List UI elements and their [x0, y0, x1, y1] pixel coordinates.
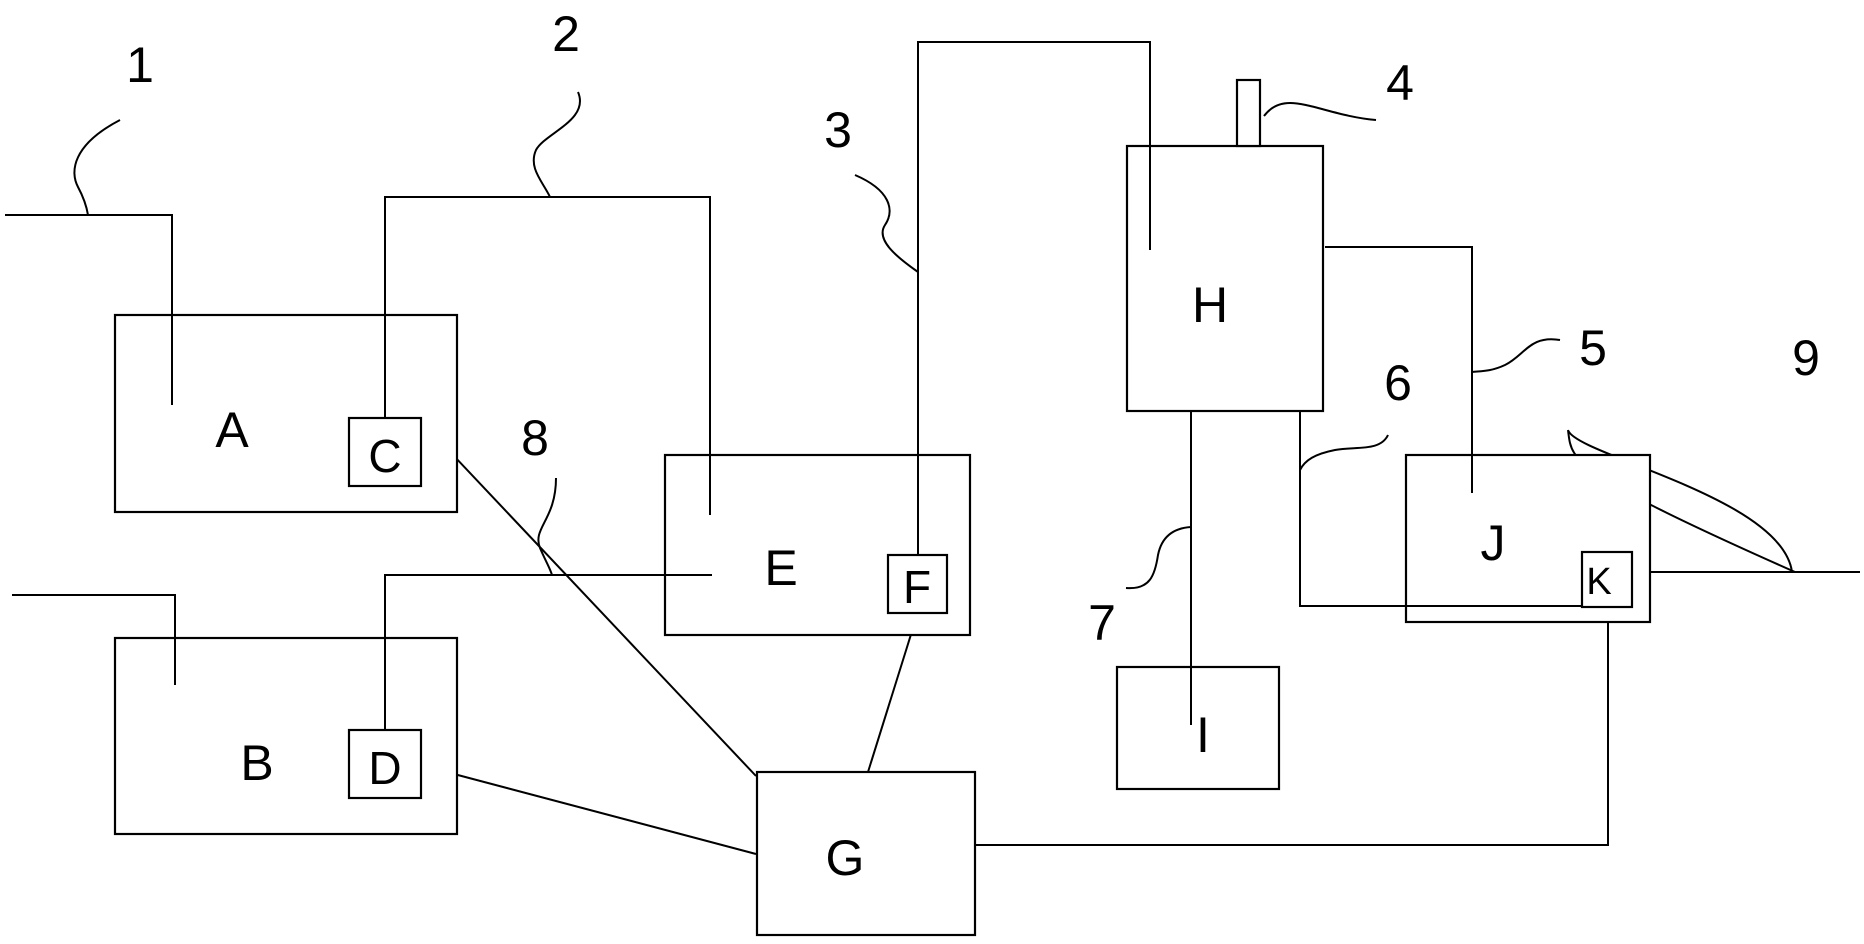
label-i: I	[1196, 707, 1210, 763]
callout-9: 9	[1792, 330, 1820, 386]
signal-k-to-g	[975, 607, 1609, 846]
leader-8	[537, 477, 557, 576]
label-b: B	[240, 735, 273, 791]
signal-f-to-g	[867, 611, 919, 773]
pipe-2-c-to-e	[384, 196, 711, 515]
callout-5: 5	[1579, 320, 1607, 376]
label-h: H	[1192, 277, 1228, 333]
block-d	[347, 728, 423, 800]
callout-7: 7	[1088, 595, 1116, 651]
leader-5	[1471, 338, 1561, 373]
callout-6: 6	[1384, 355, 1412, 411]
callout-8: 8	[521, 410, 549, 466]
label-d: D	[368, 742, 401, 794]
leader-1	[73, 119, 121, 216]
block-f	[886, 553, 949, 615]
label-a: A	[215, 402, 249, 458]
block-g	[755, 770, 977, 937]
pipe-5-h-to-j	[1325, 246, 1473, 493]
label-g: G	[826, 830, 865, 886]
leader-4	[1263, 101, 1377, 121]
leader-7	[1125, 526, 1192, 590]
callout-3: 3	[824, 102, 852, 158]
label-c: C	[368, 430, 401, 482]
callout-1: 1	[126, 37, 154, 93]
leader-6	[1299, 434, 1389, 471]
block-i	[1115, 665, 1281, 791]
label-j: J	[1481, 515, 1506, 571]
label-e: E	[764, 540, 797, 596]
signal-c-to-g	[419, 419, 757, 777]
callout-4: 4	[1386, 55, 1414, 111]
leader-2	[532, 91, 581, 198]
block-k	[1580, 550, 1634, 609]
label-k: K	[1586, 561, 1611, 603]
block-h	[1125, 144, 1325, 413]
component-4-valve	[1235, 78, 1262, 148]
signal-d-to-g	[419, 764, 757, 855]
callout-2: 2	[552, 6, 580, 62]
leader-3	[854, 174, 919, 273]
block-c	[347, 416, 423, 488]
label-f: F	[903, 561, 931, 613]
